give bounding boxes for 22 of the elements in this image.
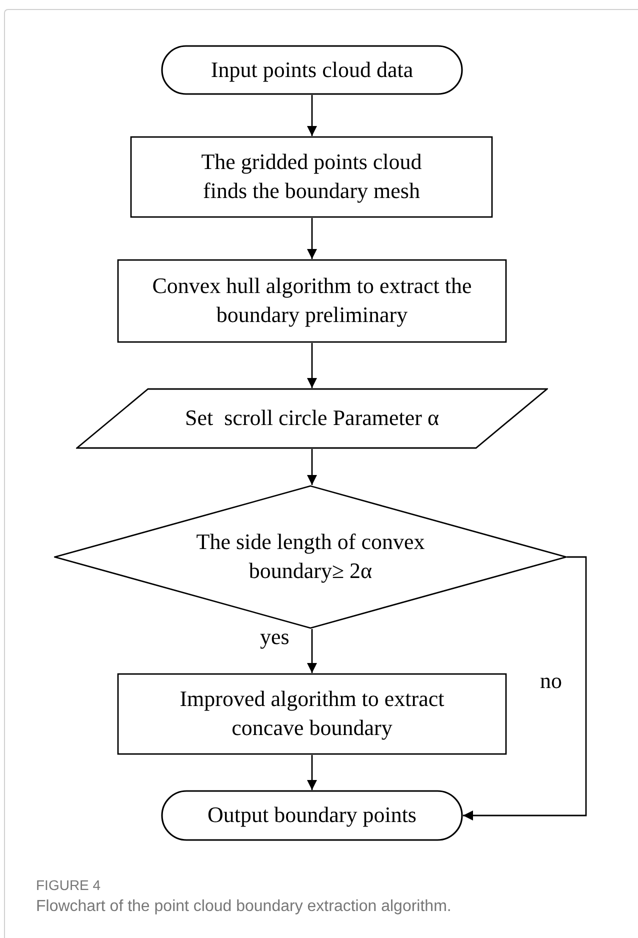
node-text: The gridded points cloud finds the boundary mesh [200,148,423,205]
arrow [307,449,317,485]
node-text: Improved algorithm to extract concave boundary [178,685,446,742]
caption: Flowchart of the point cloud boundary extraction algorithm. [36,897,452,917]
process-box [117,673,507,755]
arrow [463,556,587,820]
arrow [307,218,317,259]
node-text: Input points cloud data [210,56,414,84]
figure-label: FIGURE 4 [36,876,101,895]
arrow [307,95,317,136]
terminal-shape [161,45,463,95]
arrow [307,629,317,673]
decision-diamond [54,485,567,629]
process-box [117,259,507,343]
arrow [307,343,317,388]
process-box [130,136,493,218]
node-text: Convex hull algorithm to extract the boundary preliminary [151,272,473,329]
node-text: The side length of convex boundary≥ 2α [195,528,426,585]
input-parallelogram [76,388,548,449]
node-text: Set scroll circle Parameter α [184,404,440,432]
arrow [307,755,317,790]
node-text: Output boundary points [208,801,416,830]
